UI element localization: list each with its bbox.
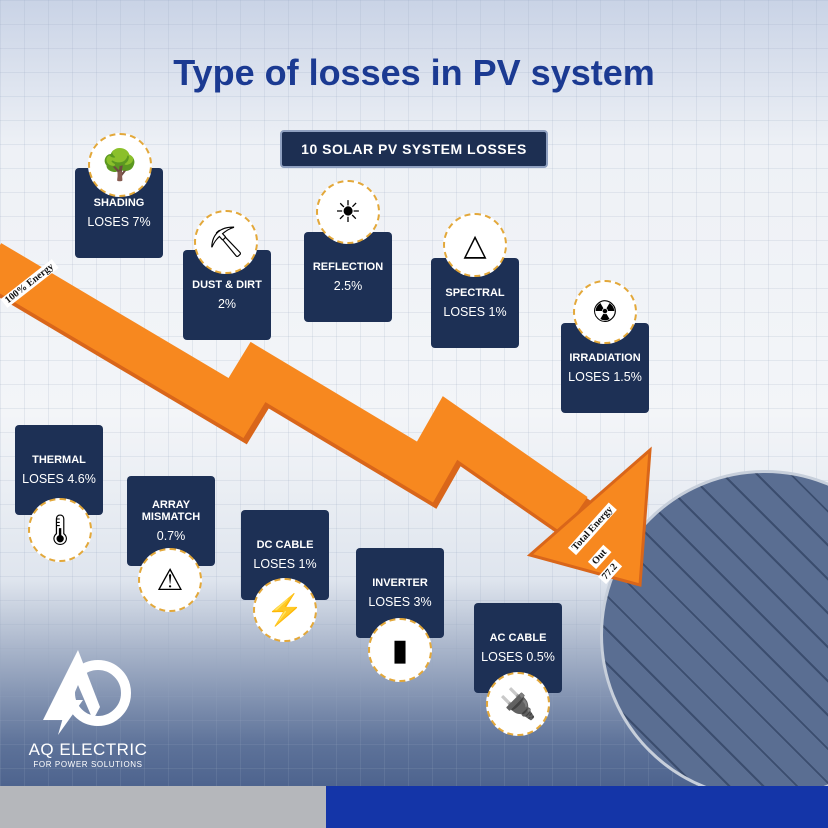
logo-name: AQ ELECTRIC [28,740,148,759]
loss-value: LOSES 7% [87,215,151,229]
loss-value: LOSES 3% [368,595,432,609]
loss-name: DC CABLE [256,539,314,551]
loss-value: LOSES 0.5% [481,650,555,664]
loss-name: SHADING [93,197,145,209]
radiation-icon: ☢ [573,280,637,344]
loss-name: ARRAY MISMATCH [141,499,201,523]
warning-icon: ⚠ [138,548,202,612]
company-logo: AQ ELECTRIC FOR POWER SOLUTIONS [18,645,158,769]
thermometer-icon: 🌡 [28,498,92,562]
loss-name: REFLECTION [312,261,384,273]
sun-reflection-icon: ☀ [316,180,380,244]
loss-card-spectral: SPECTRAL LOSES 1% [431,258,519,348]
loss-value: LOSES 1.5% [568,370,642,384]
logo-tagline: FOR POWER SOLUTIONS [33,760,143,769]
loss-card-irradiation: IRRADIATION LOSES 1.5% [561,323,649,413]
loss-name: THERMAL [32,454,86,466]
page-title: Type of losses in PV system [173,52,655,93]
loss-value: 0.7% [156,529,186,543]
aq-logo-mark [43,650,131,735]
loss-card-dust: DUST & DIRT 2% [183,250,271,340]
tree-icon: 🌳 [88,133,152,197]
loss-name: AC CABLE [489,632,547,644]
footer-bar-blue [326,786,828,828]
loss-value: LOSES 1% [253,557,317,571]
loss-card-reflection: REFLECTION 2.5% [304,232,392,322]
subtitle-banner: 10 SOLAR PV SYSTEM LOSSES [280,130,548,168]
prism-icon: △ [443,213,507,277]
dc-cable-icon: ⚡ [253,578,317,642]
shovel-dirt-icon: ⛏ [194,210,258,274]
loss-value: LOSES 4.6% [22,472,96,486]
loss-value: 2% [217,297,237,311]
loss-name: SPECTRAL [445,287,505,299]
inverter-icon: ▮ [368,618,432,682]
loss-value: LOSES 1% [443,305,507,319]
plug-icon: 🔌 [486,672,550,736]
loss-name: INVERTER [372,577,428,589]
loss-name: DUST & DIRT [192,279,262,291]
loss-name: IRRADIATION [569,352,641,364]
footer-bar-gray [0,786,326,828]
loss-value: 2.5% [333,279,363,293]
